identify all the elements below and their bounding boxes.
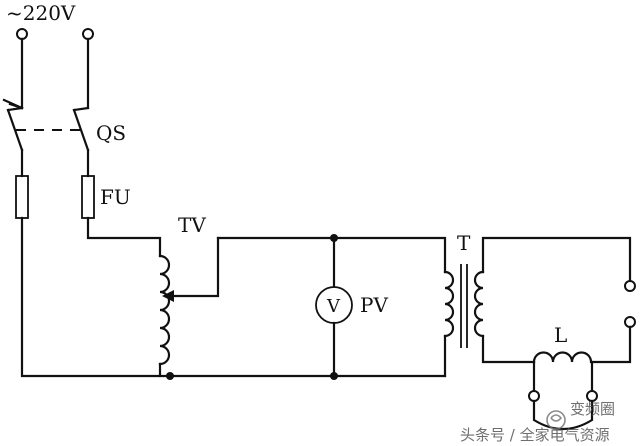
watermark-line2: 头条号 / 全家电气资源 bbox=[460, 426, 610, 444]
switch-blade-left-arm bbox=[6, 108, 24, 152]
junction-dot-top bbox=[330, 234, 338, 242]
fuse-label: FU bbox=[100, 185, 131, 209]
switch-contact-right bbox=[72, 106, 90, 112]
watermark: 变频圈 头条号 / 全家电气资源 bbox=[460, 400, 615, 444]
wire-right-to-tv bbox=[86, 216, 162, 258]
voltmeter-letter: V bbox=[326, 296, 341, 317]
transformer-secondary-coil bbox=[473, 270, 485, 338]
load-inductor-coil bbox=[532, 351, 593, 364]
junction-dot-bottom-tv bbox=[166, 372, 174, 380]
fuse-right bbox=[81, 175, 95, 219]
wire-load-loop bbox=[532, 399, 594, 430]
wire-top-rail bbox=[216, 236, 447, 274]
junction-dot-bottom-pv bbox=[330, 372, 338, 380]
autotransformer-label: TV bbox=[178, 213, 206, 237]
switch-label: QS bbox=[96, 121, 126, 145]
transformer-primary-coil bbox=[443, 270, 455, 338]
wire-left-return bbox=[20, 216, 447, 378]
supply-terminal-left bbox=[16, 28, 28, 40]
transformer-core bbox=[460, 264, 468, 348]
wire-secondary-top bbox=[481, 236, 632, 282]
switch-contact-left bbox=[8, 102, 24, 110]
voltmeter-label: PV bbox=[360, 293, 388, 317]
autotransformer-wiper bbox=[168, 236, 220, 298]
watermark-logo-icon bbox=[546, 410, 566, 430]
transformer-label: T bbox=[457, 231, 471, 255]
watermark-logo-mark bbox=[550, 414, 563, 422]
supply-terminal-right bbox=[82, 28, 94, 40]
watermark-line1: 变频圈 bbox=[570, 400, 615, 418]
switch-blade-right-arm bbox=[72, 108, 90, 152]
autotransformer-coil bbox=[158, 254, 171, 366]
load-terminal-left bbox=[528, 390, 540, 402]
output-terminal-bottom bbox=[624, 316, 636, 328]
wire-output-right bbox=[590, 325, 632, 364]
output-terminal-top bbox=[624, 280, 636, 292]
load-inductor-label: L bbox=[554, 323, 567, 347]
wire-secondary-bottom bbox=[481, 334, 536, 364]
supply-voltage-label: ~220V bbox=[6, 1, 76, 25]
wiper-arrowhead bbox=[162, 290, 174, 302]
fuse-left bbox=[15, 175, 29, 219]
